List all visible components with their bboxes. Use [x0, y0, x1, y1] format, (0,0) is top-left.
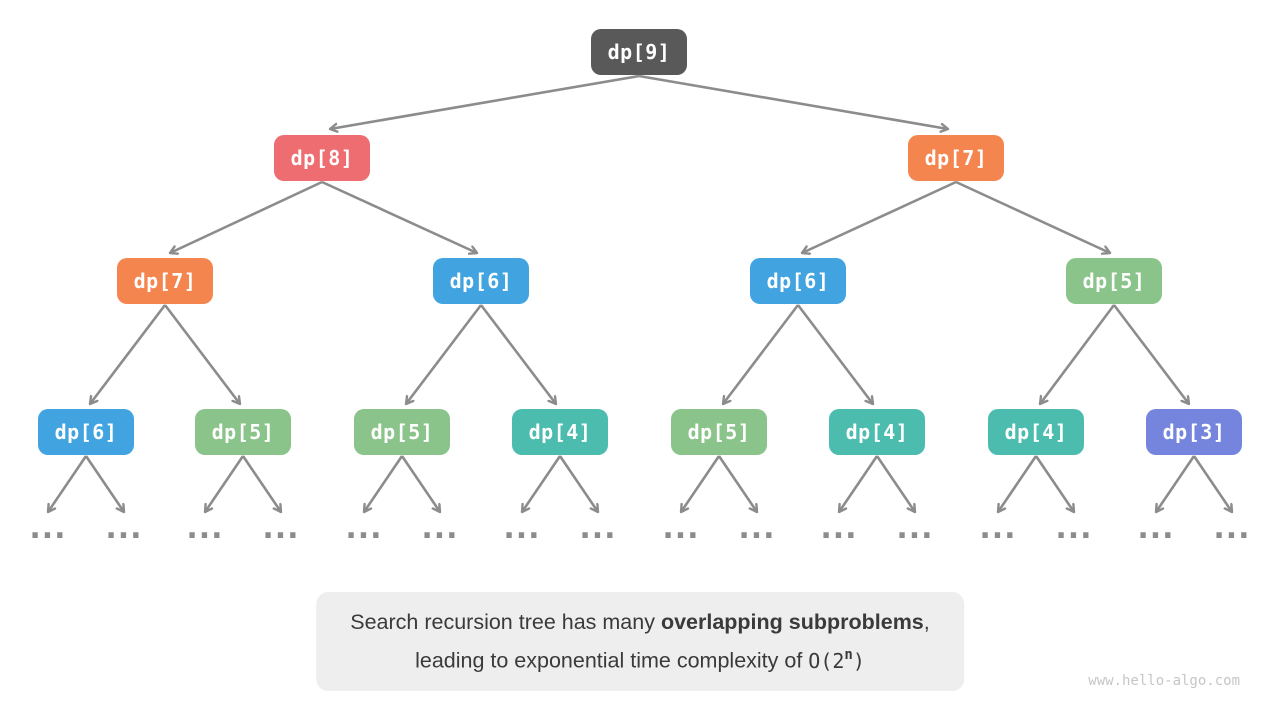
ellipsis: ... [820, 511, 858, 546]
edge [723, 304, 800, 404]
node-label: dp[5] [1082, 269, 1146, 293]
edge [998, 455, 1038, 512]
edge [802, 180, 957, 253]
node-label: dp[7] [133, 269, 197, 293]
edge [163, 304, 240, 404]
node-label: dp[3] [1162, 420, 1226, 444]
edge [638, 74, 948, 129]
tree-node-dp5: dp[5] [671, 409, 767, 455]
ellipsis: ... [1213, 511, 1251, 546]
node-label: dp[7] [924, 146, 988, 170]
edge [558, 455, 598, 512]
node-label: dp[8] [290, 146, 354, 170]
edge [84, 455, 124, 512]
caption-line-1: Search recursion tree has many overlappi… [350, 605, 930, 639]
ellipsis: ... [421, 511, 459, 546]
tree-node-dp4: dp[4] [829, 409, 925, 455]
node-label: dp[5] [370, 420, 434, 444]
edge [170, 180, 323, 253]
edge [90, 304, 167, 404]
edge [205, 455, 245, 512]
tree-node-dp6: dp[6] [433, 258, 529, 304]
tree-node-dp5: dp[5] [195, 409, 291, 455]
edge [875, 455, 915, 512]
edge [330, 74, 640, 129]
edge [321, 180, 477, 253]
edge [717, 455, 757, 512]
ellipsis: ... [262, 511, 300, 546]
edge [400, 455, 440, 512]
ellipsis: ... [1055, 511, 1093, 546]
node-label: dp[9] [607, 40, 671, 64]
edge [241, 455, 281, 512]
tree-node-dp4: dp[4] [512, 409, 608, 455]
node-label: dp[6] [54, 420, 118, 444]
caption-line-2: leading to exponential time complexity o… [350, 639, 930, 678]
ellipsis: ... [662, 511, 700, 546]
ellipsis: ... [738, 511, 776, 546]
ellipsis: ... [503, 511, 541, 546]
node-label: dp[5] [687, 420, 751, 444]
ellipsis: ... [579, 511, 617, 546]
tree-node-dp8: dp[8] [274, 135, 370, 181]
watermark: www.hello-algo.com [1088, 673, 1240, 689]
tree-node-dp5: dp[5] [1066, 258, 1162, 304]
tree-node-dp7: dp[7] [908, 135, 1004, 181]
ellipsis: ... [345, 511, 383, 546]
tree-node-dp6: dp[6] [750, 258, 846, 304]
ellipsis: ... [186, 511, 224, 546]
complexity-formula: O(2n) [808, 647, 865, 673]
caption-text: , [923, 610, 930, 634]
edge [839, 455, 879, 512]
edge [1112, 304, 1189, 404]
edge [479, 304, 556, 404]
node-label: dp[6] [766, 269, 830, 293]
node-label: dp[6] [449, 269, 513, 293]
formula-exponent: n [844, 647, 853, 663]
caption-box: Search recursion tree has many overlappi… [316, 592, 964, 691]
caption-text: Search recursion tree has many [350, 610, 661, 634]
ellipsis: ... [29, 511, 67, 546]
tree-node-dp5: dp[5] [354, 409, 450, 455]
tree-node-dp6: dp[6] [38, 409, 134, 455]
formula-text: ) [852, 648, 865, 673]
node-label: dp[4] [528, 420, 592, 444]
tree-node-dp7: dp[7] [117, 258, 213, 304]
node-label: dp[4] [1004, 420, 1068, 444]
ellipsis: ... [979, 511, 1017, 546]
caption-bold-text: overlapping subproblems [660, 610, 924, 634]
ellipsis: ... [105, 511, 143, 546]
caption-text: leading to exponential time complexity o… [415, 648, 809, 673]
edge [955, 180, 1110, 253]
ellipsis: ... [896, 511, 934, 546]
edge [1192, 455, 1232, 512]
node-label: dp[4] [845, 420, 909, 444]
ellipsis: ... [1137, 511, 1175, 546]
edge [364, 455, 404, 512]
node-label: dp[5] [211, 420, 275, 444]
edge [48, 455, 88, 512]
edge [1040, 304, 1116, 404]
tree-node-dp4: dp[4] [988, 409, 1084, 455]
edge [796, 304, 873, 404]
edge [1156, 455, 1196, 512]
edge [1034, 455, 1074, 512]
edge [406, 304, 483, 404]
formula-text: O(2 [808, 648, 845, 673]
tree-node-dp3: dp[3] [1146, 409, 1242, 455]
tree-node-dp9: dp[9] [591, 29, 687, 75]
edge [522, 455, 562, 512]
edge [681, 455, 721, 512]
